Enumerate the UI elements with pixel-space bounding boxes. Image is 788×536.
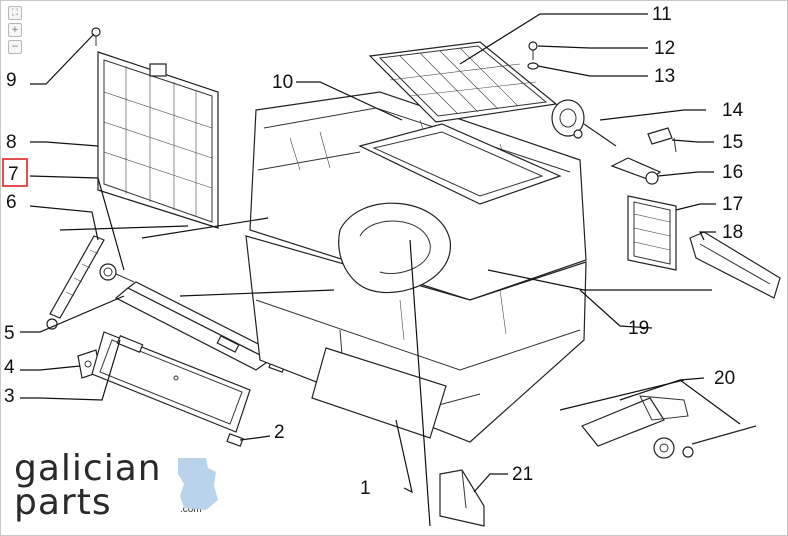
callout-5[interactable]: 5 xyxy=(4,323,15,344)
part-11-filter xyxy=(368,41,558,123)
callout-2[interactable]: 2 xyxy=(274,422,285,443)
callout-12[interactable]: 12 xyxy=(654,38,675,59)
part-17-heater-core xyxy=(627,195,677,271)
callout-17[interactable]: 17 xyxy=(722,194,743,215)
brand-map-icon xyxy=(178,458,218,510)
part-20-servo xyxy=(581,395,757,459)
callout-21[interactable]: 21 xyxy=(512,464,533,485)
zoom-in-icon[interactable]: + xyxy=(8,23,22,37)
part-3-door xyxy=(91,331,251,433)
part-9-screw xyxy=(91,27,101,46)
callout-9[interactable]: 9 xyxy=(6,70,17,91)
callout-10[interactable]: 10 xyxy=(272,72,293,93)
callout-11[interactable]: 11 xyxy=(652,4,672,25)
callout-8[interactable]: 8 xyxy=(6,132,17,153)
zoom-toolbar: ⛶ + − xyxy=(8,6,22,54)
part-21-block xyxy=(439,469,485,527)
callout-15[interactable]: 15 xyxy=(722,132,743,153)
callout-19[interactable]: 19 xyxy=(628,318,649,339)
brand-logo: galician parts .com xyxy=(14,448,202,523)
callout-16[interactable]: 16 xyxy=(722,162,743,183)
callout-7-highlight xyxy=(2,158,28,187)
callout-14[interactable]: 14 xyxy=(722,100,744,121)
heater-housing xyxy=(245,91,587,443)
part-8-grid-frame xyxy=(97,51,219,229)
brand-suffix: .com xyxy=(180,504,202,515)
part-5-flap xyxy=(114,281,280,371)
callout-3[interactable]: 3 xyxy=(4,386,15,407)
part-14-actuator xyxy=(551,99,617,147)
leader-lines xyxy=(20,13,741,527)
callout-labels: 1 2 3 4 5 6 7 8 9 10 11 12 13 14 15 16 1… xyxy=(4,4,744,499)
callout-20[interactable]: 20 xyxy=(714,368,735,389)
fit-page-icon[interactable]: ⛶ xyxy=(8,6,22,20)
callout-7[interactable]: 7 xyxy=(8,164,19,185)
callout-13[interactable]: 13 xyxy=(654,66,675,87)
zoom-out-icon[interactable]: − xyxy=(8,40,22,54)
part-15-clip xyxy=(647,127,677,153)
part-16-link xyxy=(610,157,662,185)
callout-1[interactable]: 1 xyxy=(360,478,371,499)
part-6-actuator xyxy=(46,235,135,330)
brand-name-line2: parts xyxy=(14,482,112,523)
part-12-13-screw-washer xyxy=(527,41,539,70)
callout-4[interactable]: 4 xyxy=(4,357,15,378)
callout-6[interactable]: 6 xyxy=(6,192,17,213)
part-18-cover xyxy=(689,231,781,299)
brand-name-line1: galician xyxy=(14,448,162,489)
callout-18[interactable]: 18 xyxy=(722,222,743,243)
